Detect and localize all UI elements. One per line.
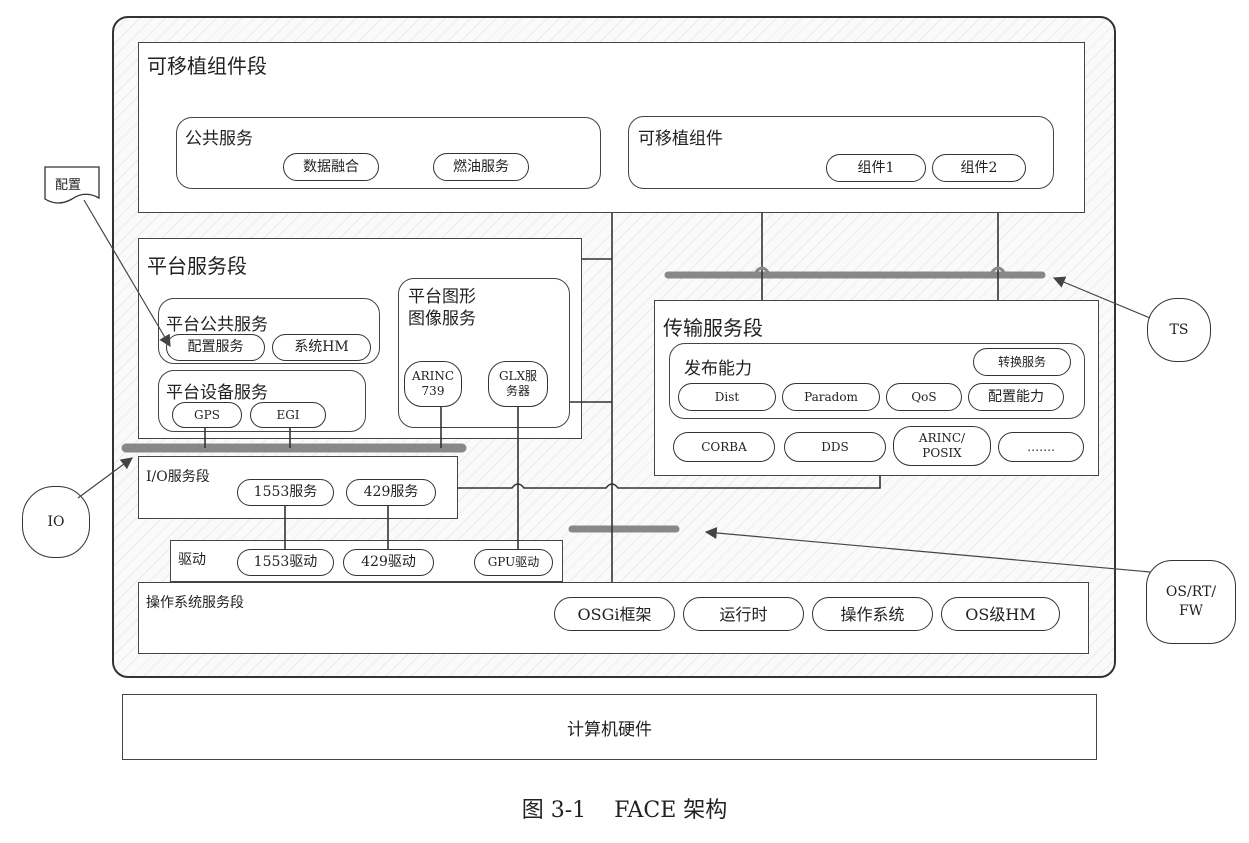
- config-note-label: 配置: [55, 178, 82, 193]
- config-service: 配置服务: [166, 334, 265, 361]
- fuel-service: 燃油服务: [433, 153, 529, 181]
- component-1: 组件1: [826, 154, 926, 182]
- public-services-group: [176, 117, 601, 189]
- convert-service: 转换服务: [973, 348, 1071, 376]
- os-rt-fw-arrow: [704, 526, 1151, 573]
- driver-segment-title: 驱动: [178, 552, 206, 568]
- qos: QoS: [886, 383, 962, 411]
- component-2: 组件2: [932, 154, 1026, 182]
- gps-service: GPS: [172, 402, 242, 428]
- dist: Dist: [678, 383, 776, 411]
- 1553-driver: 1553驱动: [237, 549, 334, 576]
- platform-common-services-title: 平台公共服务: [166, 315, 268, 335]
- glx-server: GLX服 务器: [488, 361, 548, 407]
- portable-components-segment-title: 可移植组件段: [147, 54, 267, 78]
- config-note: 配置: [44, 166, 100, 206]
- ts-arrow: [1052, 276, 1151, 319]
- 429-driver: 429驱动: [343, 549, 434, 576]
- config-capability: 配置能力: [968, 383, 1064, 411]
- io-to-backbone: [458, 476, 881, 489]
- transport-services-segment-title: 传输服务段: [663, 316, 763, 340]
- portable-components-group-title: 可移植组件: [638, 129, 723, 149]
- computer-hardware-label: 计算机硬件: [567, 719, 652, 740]
- more-items: …….: [998, 432, 1084, 462]
- corba: CORBA: [673, 432, 775, 462]
- data-fusion-service: 数据融合: [283, 153, 379, 181]
- gpu-driver: GPU驱动: [474, 549, 553, 576]
- dds: DDS: [784, 432, 886, 462]
- io-services-segment-title: I/O服务段: [146, 469, 210, 485]
- computer-hardware: 计算机硬件: [122, 694, 1097, 760]
- platform-graphics-services-title: 平台图形 图像服务: [408, 287, 476, 329]
- runtime: 运行时: [683, 597, 804, 631]
- 429-service: 429服务: [346, 479, 436, 506]
- 1553-service: 1553服务: [237, 479, 334, 506]
- arinc-739: ARINC 739: [404, 361, 462, 407]
- operating-system: 操作系统: [812, 597, 933, 631]
- osgi-framework: OSGi框架: [554, 597, 675, 631]
- paradom: Paradom: [782, 383, 880, 411]
- config-note-shape: [44, 166, 100, 204]
- ts-interface: TS: [1147, 298, 1211, 362]
- config-arrow: [83, 199, 171, 348]
- io-arrow: [77, 457, 133, 499]
- os-level-hm: OS级HM: [941, 597, 1060, 631]
- platform-services-segment-title: 平台服务段: [147, 254, 247, 278]
- bus-jump-left: [754, 266, 770, 273]
- public-services-title: 公共服务: [185, 129, 253, 149]
- bus-jump-right: [990, 266, 1006, 273]
- system-hm: 系统HM: [272, 334, 371, 361]
- publish-capability-title: 发布能力: [684, 359, 752, 379]
- figure-caption: 图 3-1 FACE 架构: [521, 798, 728, 823]
- arinc-posix: ARINC/ POSIX: [893, 426, 991, 466]
- egi-service: EGI: [250, 402, 326, 428]
- os-rt-fw-interface: OS/RT/ FW: [1146, 560, 1236, 644]
- os-services-segment-title: 操作系统服务段: [146, 595, 244, 611]
- platform-device-services-title: 平台设备服务: [166, 383, 268, 403]
